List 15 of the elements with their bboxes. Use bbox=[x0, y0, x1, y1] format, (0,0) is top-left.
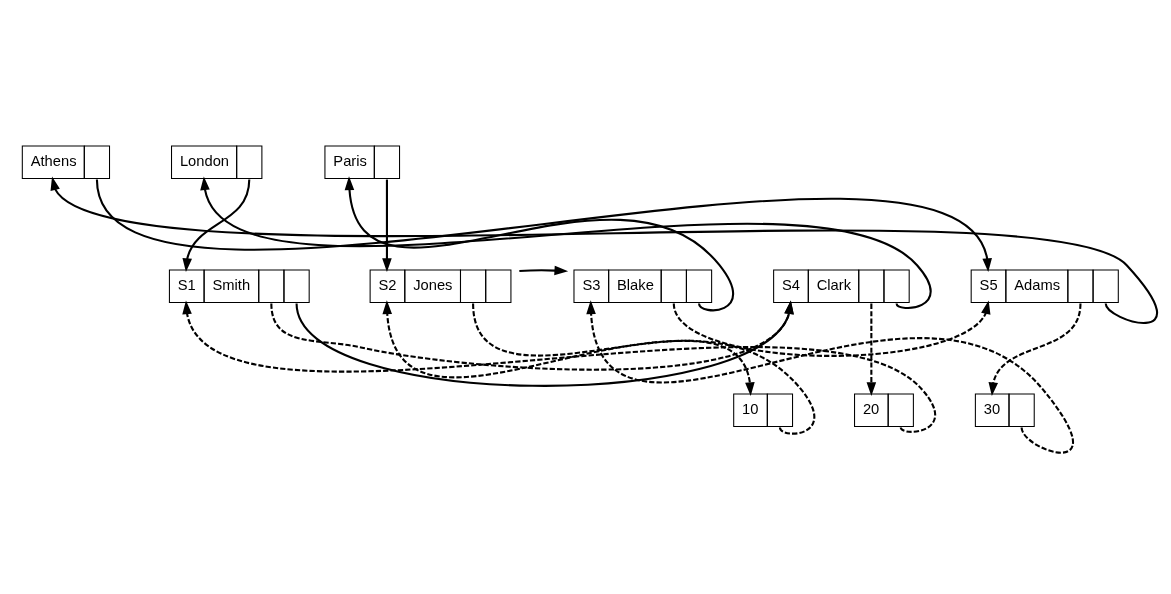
arrow bbox=[270, 300, 794, 371]
arrow bbox=[50, 176, 1158, 324]
arrow bbox=[382, 300, 816, 435]
arrow bbox=[200, 176, 932, 309]
arrow bbox=[344, 176, 734, 312]
arrow bbox=[519, 265, 569, 276]
arrow bbox=[988, 303, 1082, 397]
arrow bbox=[866, 303, 877, 397]
arrow bbox=[382, 179, 392, 273]
arrow bbox=[95, 179, 992, 273]
arrow bbox=[182, 300, 937, 433]
arrow bbox=[295, 300, 794, 387]
arrow bbox=[586, 300, 1074, 454]
arrow bbox=[672, 300, 991, 357]
arrow bbox=[472, 303, 755, 397]
